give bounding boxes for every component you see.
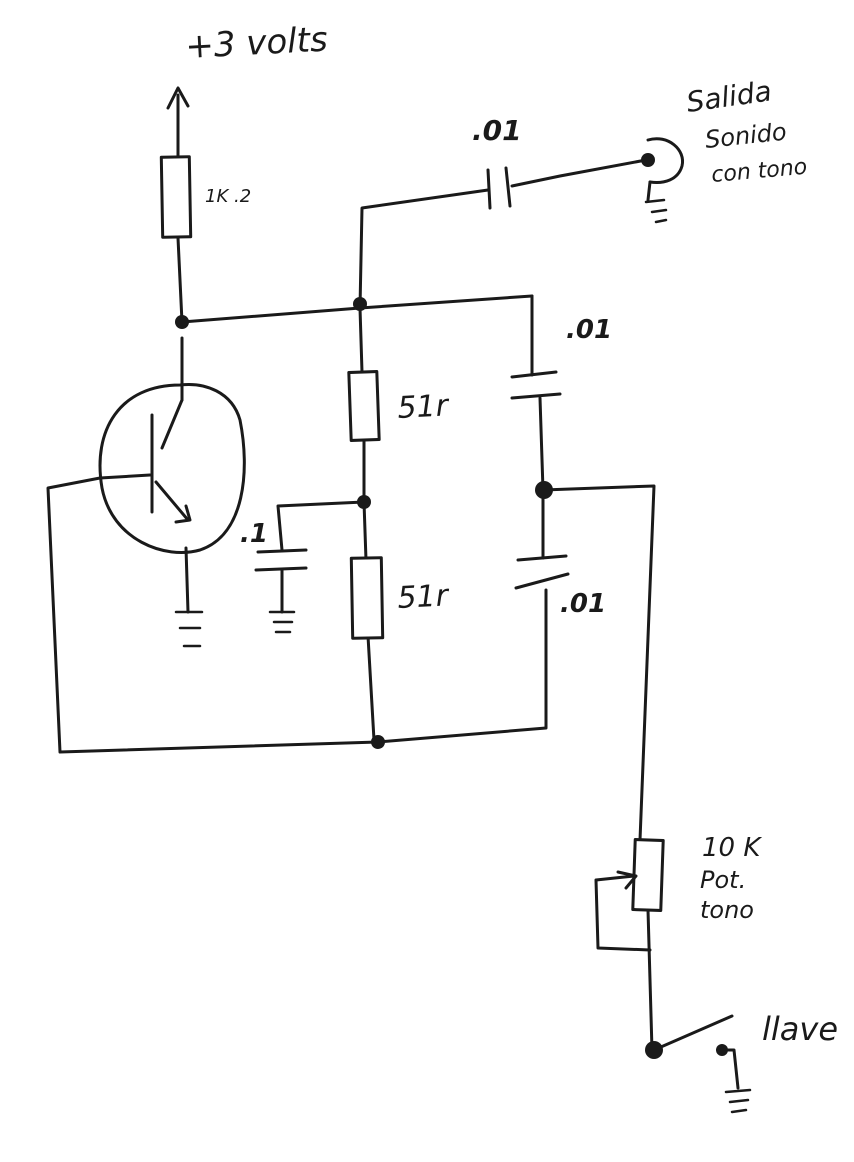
output-label-line3: con tono xyxy=(710,155,808,188)
output-label-line2: Sonido xyxy=(704,118,788,154)
junction-collector xyxy=(175,315,189,329)
capacitor-right-bottom-label: .01 xyxy=(560,589,606,619)
output-wire-right xyxy=(510,158,648,188)
collector-wire xyxy=(176,236,184,324)
resistor-51r-top xyxy=(347,370,381,442)
mid-column-top-wire xyxy=(358,306,364,374)
output-jack-icon xyxy=(641,137,685,224)
tone-branch-wire xyxy=(541,484,656,842)
pot-wiper-loop xyxy=(594,874,652,952)
resistor-51r-bottom xyxy=(349,556,385,640)
ground-transistor-icon xyxy=(174,610,204,648)
switch-llave xyxy=(652,1014,734,1056)
junction-dots xyxy=(175,297,663,1059)
bottom-return-wire xyxy=(46,473,380,754)
ground-switch-icon xyxy=(720,1048,752,1114)
junction-mid xyxy=(357,495,371,509)
ground-small-cap-icon xyxy=(268,610,296,634)
capacitor-output-label: .01 xyxy=(472,114,522,147)
supply-label: +3 volts xyxy=(184,20,328,67)
transistor-icon xyxy=(98,336,246,554)
pot-label-line2: Pot. xyxy=(700,866,746,894)
capacitor-output xyxy=(486,166,512,210)
capacitor-right-top-label: .01 xyxy=(566,315,612,345)
capacitor-right-top xyxy=(510,370,562,400)
emitter-ground-wire xyxy=(184,546,190,614)
pot-label-line1: 10 K xyxy=(702,833,762,863)
resistor-51r-bottom-label: 51r xyxy=(397,578,451,616)
junction-bottom xyxy=(371,735,385,749)
resistor-51r-top-label: 51r xyxy=(397,388,451,426)
wires xyxy=(46,93,656,1052)
right-low-wire xyxy=(376,588,548,744)
capacitor-small xyxy=(254,548,308,572)
potentiometer-10k xyxy=(616,838,665,912)
pot-label-line3: tono xyxy=(700,896,754,924)
supply-arrow-icon xyxy=(166,86,190,110)
right-mid-wire xyxy=(538,396,545,560)
junction-switch xyxy=(645,1041,663,1059)
output-wire-left xyxy=(358,188,490,310)
junction-top-mid xyxy=(353,297,367,311)
mid-column-low-wire xyxy=(366,634,376,742)
pot-bottom-wire xyxy=(646,908,654,1052)
resistor-1k xyxy=(159,155,193,239)
switch-label: llave xyxy=(762,1010,838,1048)
output-label-line1: Salida xyxy=(684,74,773,119)
capacitor-right-bottom xyxy=(514,554,570,590)
junction-right xyxy=(535,481,553,499)
small-cap-wire xyxy=(276,500,366,552)
capacitor-small-label: .1 xyxy=(240,519,268,549)
resistor-1k-label: 1K .2 xyxy=(205,186,251,207)
